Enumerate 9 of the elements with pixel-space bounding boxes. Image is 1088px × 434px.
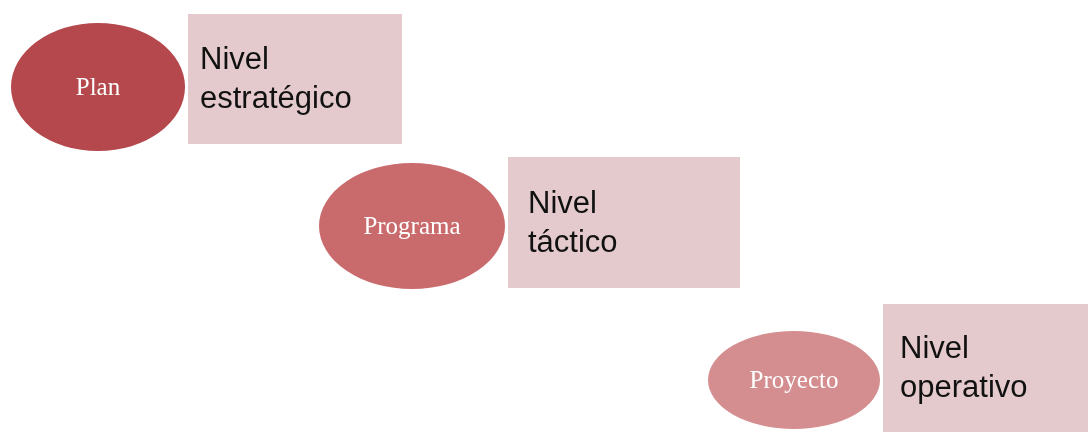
level-box	[188, 14, 402, 144]
level-box	[508, 157, 740, 288]
level-label: Nivel táctico	[528, 183, 619, 261]
level-box	[883, 304, 1088, 432]
level-name: Programa	[363, 212, 461, 240]
level-name: Proyecto	[749, 366, 839, 394]
level-label: Nivel operativo	[900, 329, 1029, 406]
level-name: Plan	[75, 73, 121, 101]
level-label: Nivel estratégico	[200, 40, 353, 117]
